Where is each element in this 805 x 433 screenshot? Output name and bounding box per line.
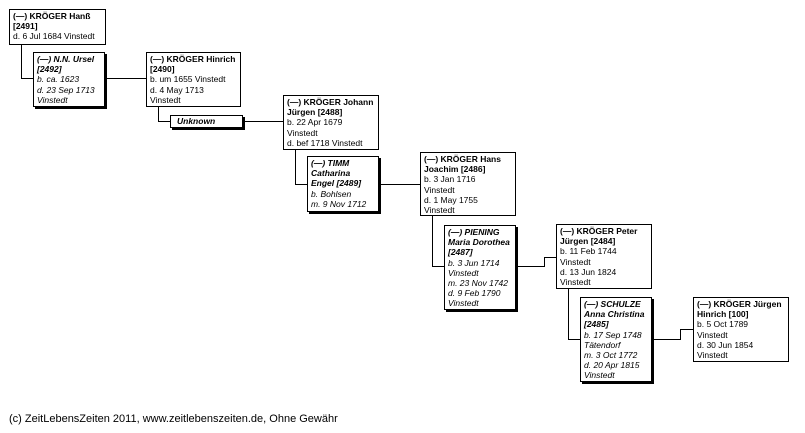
connector-line bbox=[680, 329, 693, 330]
person-name: (—) KRÖGER Jürgen Hinrich [100] bbox=[697, 299, 782, 320]
person-card-2485[interactable]: (—) SCHULZE Anna Christina [2485] b. 17 … bbox=[580, 297, 652, 382]
connector-line bbox=[432, 266, 444, 267]
birth-info: b. 22 Apr 1679 bbox=[287, 117, 343, 128]
person-card-2491[interactable]: (—) KRÖGER Hanß [2491] d. 6 Jul 1684 Vin… bbox=[9, 9, 106, 45]
connector-line bbox=[380, 184, 420, 185]
person-name: (—) KRÖGER Hans Joachim [2486] bbox=[424, 154, 501, 175]
birth-info: b. ca. 1623 bbox=[37, 74, 80, 85]
person-name: (—) TIMM Catharina Engel [2489] bbox=[311, 158, 362, 189]
connector-line bbox=[568, 289, 569, 340]
death-place: Vinstedt bbox=[448, 298, 479, 309]
death-info: d. bef 1718 Vinstedt bbox=[287, 137, 363, 148]
death-place: Vinstedt bbox=[584, 370, 615, 381]
copyright-footer: (c) ZeitLebensZeiten 2011, www.zeitleben… bbox=[9, 413, 338, 425]
connector-line bbox=[158, 107, 159, 122]
birth-info: b. 3 Jan 1716 bbox=[424, 174, 476, 185]
birth-info: b. 17 Sep 1748 bbox=[584, 329, 642, 340]
death-info: d. 23 Sep 1713 bbox=[37, 84, 95, 95]
person-name: (—) SCHULZE Anna Christina [2485] bbox=[584, 299, 645, 330]
person-name: (—) KRÖGER Hinrich bbox=[150, 54, 236, 64]
birth-place: Vinstedt bbox=[448, 267, 479, 278]
connector-line bbox=[516, 266, 544, 267]
person-id: [2492] bbox=[37, 64, 62, 75]
birth-info: b. Bohlsen bbox=[311, 188, 352, 199]
person-card-2492[interactable]: (—) N.N. Ursel [2492] b. ca. 1623 d. 23 … bbox=[33, 52, 105, 107]
connector-line bbox=[158, 121, 170, 122]
death-place: Vinstedt bbox=[560, 277, 591, 288]
person-name: (—) PIENING Maria Dorothea [2487] bbox=[448, 227, 510, 258]
death-info: d. 4 May 1713 bbox=[150, 84, 204, 95]
birth-info: b. 5 Oct 1789 bbox=[697, 319, 749, 330]
connector-line bbox=[107, 78, 146, 79]
person-card-unknown[interactable]: Unknown bbox=[170, 115, 243, 128]
marriage-info: m. 3 Oct 1772 bbox=[584, 350, 638, 361]
birth-info: b. 11 Feb 1744 bbox=[560, 246, 617, 257]
connector-line bbox=[652, 339, 680, 340]
person-card-2489[interactable]: (—) TIMM Catharina Engel [2489] b. Bohls… bbox=[307, 156, 379, 212]
birth-info: b. 3 Jun 1714 bbox=[448, 257, 500, 268]
connector-line bbox=[432, 216, 433, 267]
death-info: d. 20 Apr 1815 bbox=[584, 360, 640, 371]
death-info: d. 1 May 1755 bbox=[424, 194, 478, 205]
marriage-info: m. 23 Nov 1742 bbox=[448, 278, 509, 289]
person-name: (—) KRÖGER Peter Jürgen [2484] bbox=[560, 226, 638, 247]
connector-line bbox=[21, 78, 33, 79]
person-name: (—) N.N. Ursel bbox=[37, 54, 95, 64]
birth-place: Tätendorf bbox=[584, 339, 621, 350]
person-card-2490[interactable]: (—) KRÖGER Hinrich [2490] b. um 1655 Vin… bbox=[146, 52, 241, 107]
connector-line bbox=[21, 45, 22, 79]
birth-place: Vinstedt bbox=[287, 127, 318, 138]
death-place: Vinstedt bbox=[37, 94, 68, 105]
person-id: [2491] bbox=[13, 21, 38, 32]
connector-line bbox=[295, 150, 296, 185]
death-info: d. 13 Jun 1824 bbox=[560, 266, 617, 277]
death-place: Vinstedt bbox=[697, 350, 728, 361]
person-name: Unknown bbox=[177, 116, 216, 126]
person-card-2487[interactable]: (—) PIENING Maria Dorothea [2487] b. 3 J… bbox=[444, 225, 516, 310]
birth-place: Vinstedt bbox=[424, 184, 455, 195]
person-id: [2490] bbox=[150, 64, 175, 75]
person-card-2486[interactable]: (—) KRÖGER Hans Joachim [2486] b. 3 Jan … bbox=[420, 152, 516, 216]
connector-line bbox=[568, 339, 580, 340]
connector-line bbox=[295, 184, 307, 185]
person-name: (—) KRÖGER Hanß bbox=[13, 11, 91, 21]
person-card-2484[interactable]: (—) KRÖGER Peter Jürgen [2484] b. 11 Feb… bbox=[556, 224, 652, 289]
connector-line bbox=[544, 257, 545, 267]
birth-place: Vinstedt bbox=[697, 329, 728, 340]
birth-place: Vinstedt bbox=[560, 256, 591, 267]
death-info: d. 30 Jun 1854 bbox=[697, 339, 754, 350]
birth-info: b. um 1655 Vinstedt bbox=[150, 74, 226, 85]
connector-line bbox=[680, 329, 681, 340]
person-card-100[interactable]: (—) KRÖGER Jürgen Hinrich [100] b. 5 Oct… bbox=[693, 297, 789, 362]
connector-line bbox=[243, 121, 283, 122]
person-name: (—) KRÖGER Johann Jürgen [2488] bbox=[287, 97, 374, 118]
death-info: d. 6 Jul 1684 Vinstedt bbox=[13, 31, 95, 42]
marriage-info: m. 9 Nov 1712 bbox=[311, 198, 367, 209]
death-place: Vinstedt bbox=[150, 94, 181, 105]
death-info: d. 9 Feb 1790 bbox=[448, 288, 501, 299]
connector-line bbox=[544, 257, 556, 258]
person-card-2488[interactable]: (—) KRÖGER Johann Jürgen [2488] b. 22 Ap… bbox=[283, 95, 379, 150]
death-place: Vinstedt bbox=[424, 205, 455, 216]
